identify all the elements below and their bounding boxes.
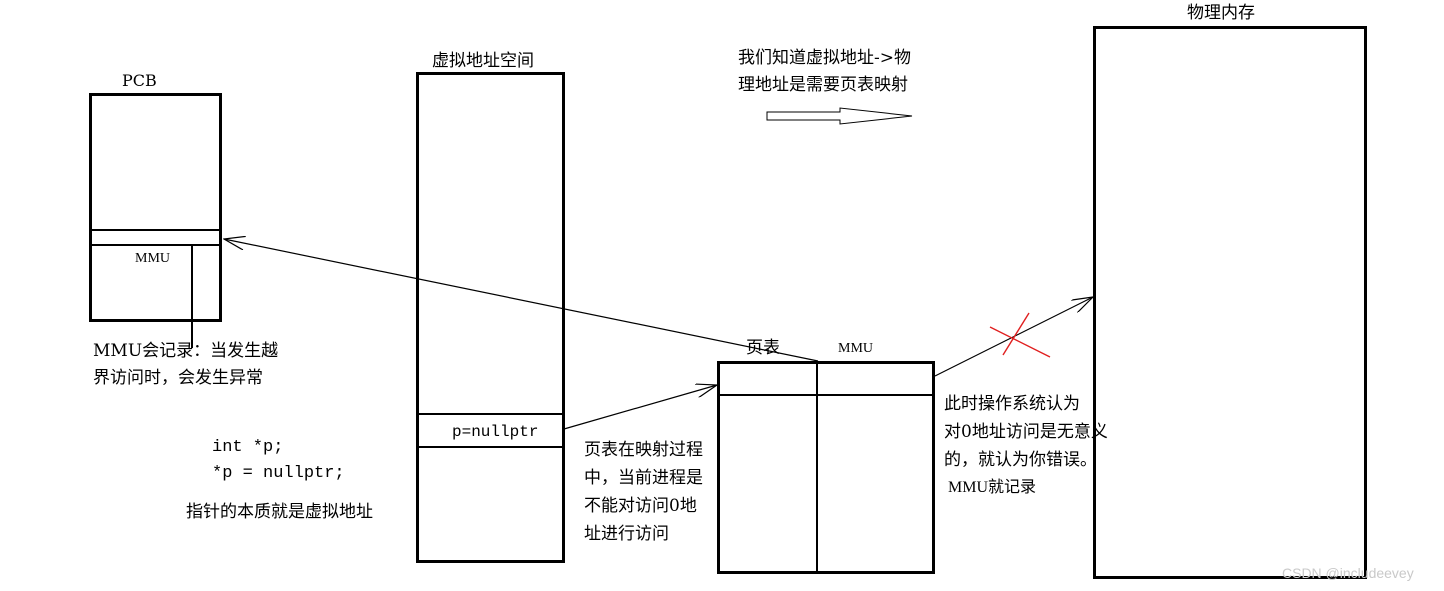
mmu-record-note: MMU就记录	[948, 479, 1037, 496]
physical-memory-title: 物理内存	[1187, 3, 1255, 23]
mapping-hollow-arrow	[766, 107, 913, 125]
virtual-slot-label: p=nullptr	[452, 423, 539, 441]
page-table-mmu-title: MMU	[838, 341, 874, 356]
code-line-1: int *p;	[212, 438, 284, 457]
pcb-mmu-note: MMU会记录：当发生越 界访问时，会发生异常	[93, 341, 279, 388]
arrow-slot-to-page-table	[563, 385, 717, 430]
os-note: 此时操作系统认为 对0地址访问是无意义 的，就认为你错误。	[944, 394, 1108, 470]
code-line-2: *p = nullptr;	[212, 464, 345, 483]
virtual-space-box	[416, 72, 565, 563]
virtual-slot-top	[417, 413, 564, 415]
pcb-divider-top	[90, 229, 221, 231]
page-table-box	[717, 361, 935, 574]
page-table-column-divider	[816, 362, 818, 573]
pcb-divider-bottom	[90, 244, 221, 246]
pcb-box	[89, 93, 222, 322]
code-caption: 指针的本质就是虚拟地址	[186, 502, 373, 522]
page-table-note: 页表在映射过程 中，当前进程是 不能对访问0地 址进行访问	[584, 440, 703, 544]
red-cross-stroke-2	[1002, 312, 1030, 356]
virtual-space-title: 虚拟地址空间	[432, 51, 534, 71]
pcb-mmu-connector	[191, 245, 193, 348]
virtual-slot-bottom	[417, 446, 564, 448]
red-cross-stroke-1	[989, 326, 1051, 358]
pcb-mmu-label: MMU	[135, 251, 171, 266]
arrow-mmu-to-pcb	[224, 239, 819, 362]
mapping-note: 我们知道虚拟地址->物 理地址是需要页表映射	[738, 48, 911, 95]
watermark: CSDN @includeevey	[1282, 565, 1414, 581]
page-table-header-divider	[718, 394, 934, 396]
pcb-title: PCB	[122, 71, 157, 90]
page-table-title: 页表	[746, 338, 780, 358]
